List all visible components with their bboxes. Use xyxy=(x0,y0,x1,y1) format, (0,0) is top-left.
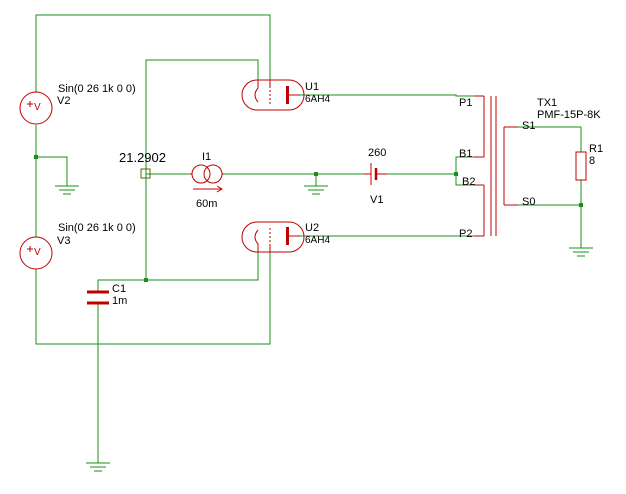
voltage-source-v3: V Sin(0 26 1k 0 0) V3 xyxy=(19,222,136,270)
wire-cathode-u2 xyxy=(145,176,259,281)
i1-value: 60m xyxy=(196,198,217,210)
svg-text:V: V xyxy=(34,247,41,258)
wire-v2-top-to-u1-grid xyxy=(35,14,271,91)
wire-cathode-bus xyxy=(145,59,259,176)
v2-name: V2 xyxy=(57,95,70,107)
capacitor-c1: C1 1m xyxy=(87,283,127,307)
voltage-probe: 21.2902 xyxy=(119,150,166,179)
u2-model: 6AH4 xyxy=(305,235,330,246)
u2-name: U2 xyxy=(305,222,319,234)
pin-b2: B2 xyxy=(462,176,475,188)
resistor-icon xyxy=(575,151,587,181)
node-ground xyxy=(314,172,318,176)
svg-text:V: V xyxy=(34,102,41,113)
vacuum-tube-u1: U1 6AH4 xyxy=(241,79,330,111)
ground-icon xyxy=(86,462,110,472)
wire-s1 xyxy=(518,126,582,152)
voltage-source-v2: V Sin(0 26 1k 0 0) V2 xyxy=(19,83,136,125)
c1-value: 1m xyxy=(112,295,127,307)
probe-value: 21.2902 xyxy=(119,150,166,165)
wire-junction-ground xyxy=(36,156,68,186)
node-v2-v3 xyxy=(34,155,38,159)
dc-source-v1: 260 V1 xyxy=(364,147,387,206)
c1-name: C1 xyxy=(112,283,126,295)
wire-c1-top xyxy=(97,279,146,292)
u1-model: 6AH4 xyxy=(305,94,330,105)
v1-value: 260 xyxy=(368,147,386,159)
tube-envelope-icon xyxy=(241,79,305,111)
pin-b1: B1 xyxy=(459,148,472,160)
pin-p1: P1 xyxy=(459,97,472,109)
node-b1-b2 xyxy=(454,172,458,176)
transformer-tx1: TX1 PMF-15P-8K P1 B1 B2 P2 S1 S0 xyxy=(459,95,601,240)
u1-name: U1 xyxy=(305,81,319,93)
i1-name: I1 xyxy=(202,151,211,163)
v3-name: V3 xyxy=(57,235,70,247)
tx1-name: TX1 xyxy=(537,97,557,109)
sine-source-icon xyxy=(19,236,53,270)
probe-icon xyxy=(140,168,151,179)
r1-value: 8 xyxy=(589,155,595,167)
r1-name: R1 xyxy=(589,143,603,155)
v1-name: V1 xyxy=(370,194,383,206)
sine-source-icon xyxy=(19,91,53,125)
v2-params: Sin(0 26 1k 0 0) xyxy=(58,83,136,95)
ground-icon xyxy=(304,185,328,195)
ground-icon xyxy=(569,247,593,257)
pin-s1: S1 xyxy=(522,120,535,132)
wire-v3-bottom-to-u2-grid xyxy=(35,252,271,345)
tube-envelope-icon xyxy=(241,221,305,253)
ground-icon xyxy=(55,185,79,195)
wire-u1-plate xyxy=(300,94,474,97)
resistor-r1: R1 8 xyxy=(575,143,603,181)
v3-params: Sin(0 26 1k 0 0) xyxy=(58,222,136,234)
wire-b2 xyxy=(455,174,474,186)
node-cathode-c1 xyxy=(144,278,148,282)
vacuum-tube-u2: U2 6AH4 xyxy=(241,221,330,253)
tx1-model: PMF-15P-8K xyxy=(537,109,601,121)
current-source-icon xyxy=(191,164,211,184)
current-source-i1: I1 60m xyxy=(190,151,224,210)
node-s0-r1 xyxy=(579,203,583,207)
pin-s0: S0 xyxy=(522,196,535,208)
ground-symbols xyxy=(55,185,593,472)
wire-b1 xyxy=(455,156,474,174)
junction-nodes xyxy=(34,155,583,282)
pin-p2: P2 xyxy=(459,228,472,240)
